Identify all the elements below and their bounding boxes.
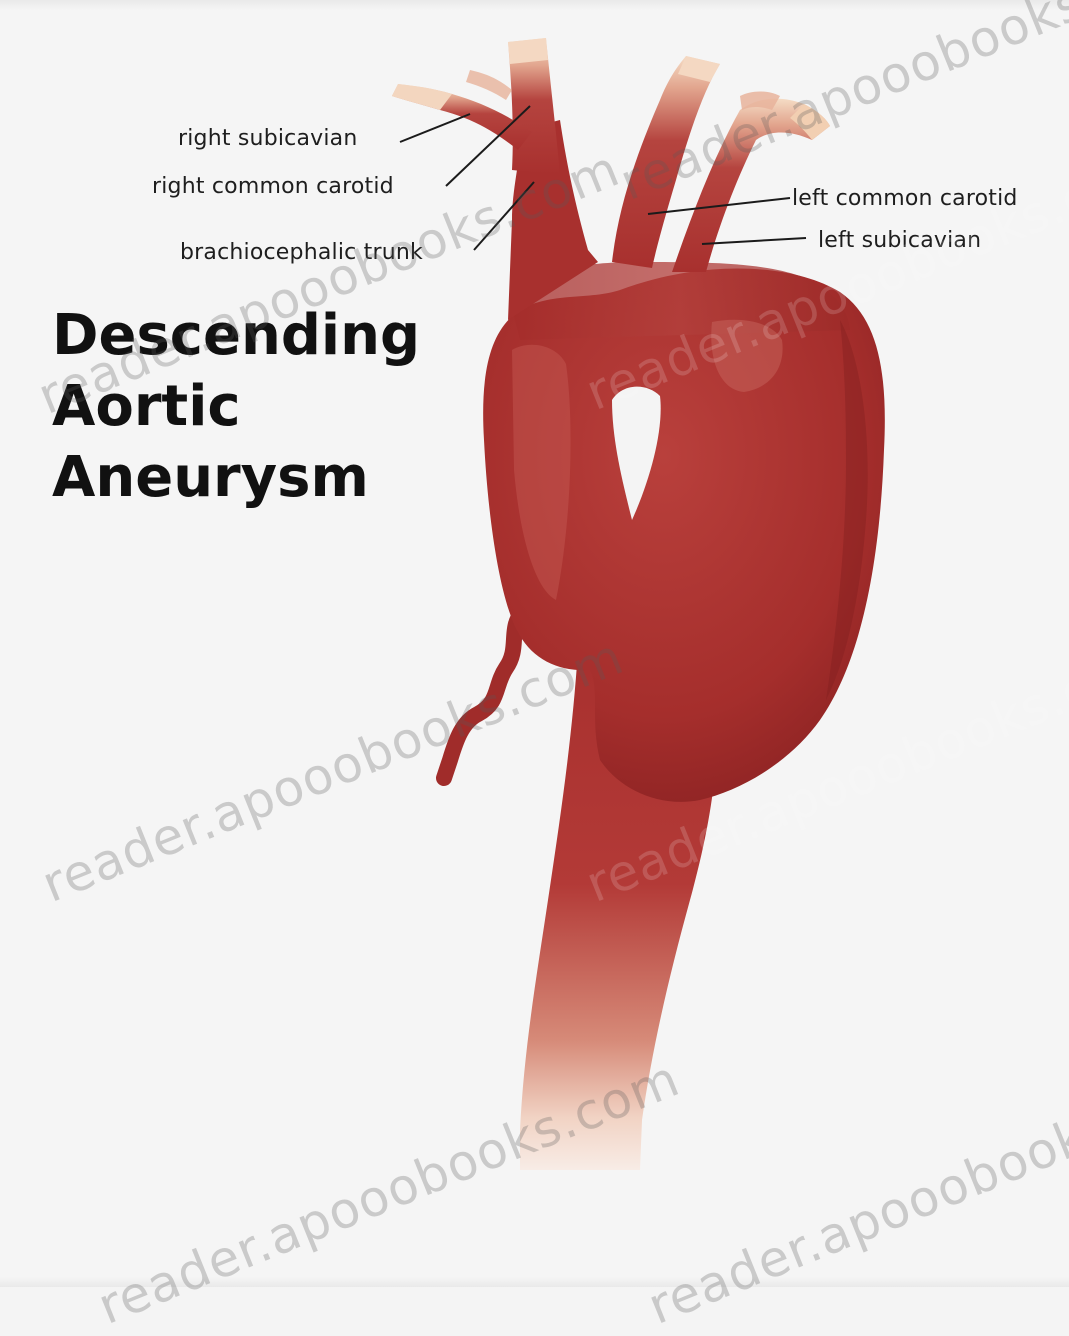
leader-left-subclavian: [702, 238, 806, 244]
leader-right-subclavian: [400, 114, 470, 142]
right-branch-small: [466, 70, 512, 100]
title-line-3: Aneurysm: [52, 442, 420, 513]
right-carotid-tip: [508, 38, 548, 64]
label-right-common-carotid: right common carotid: [152, 174, 394, 199]
label-right-subclavian: right subicavian: [178, 126, 358, 151]
diagram-canvas: right subicavian right common carotid br…: [0, 0, 1069, 1287]
